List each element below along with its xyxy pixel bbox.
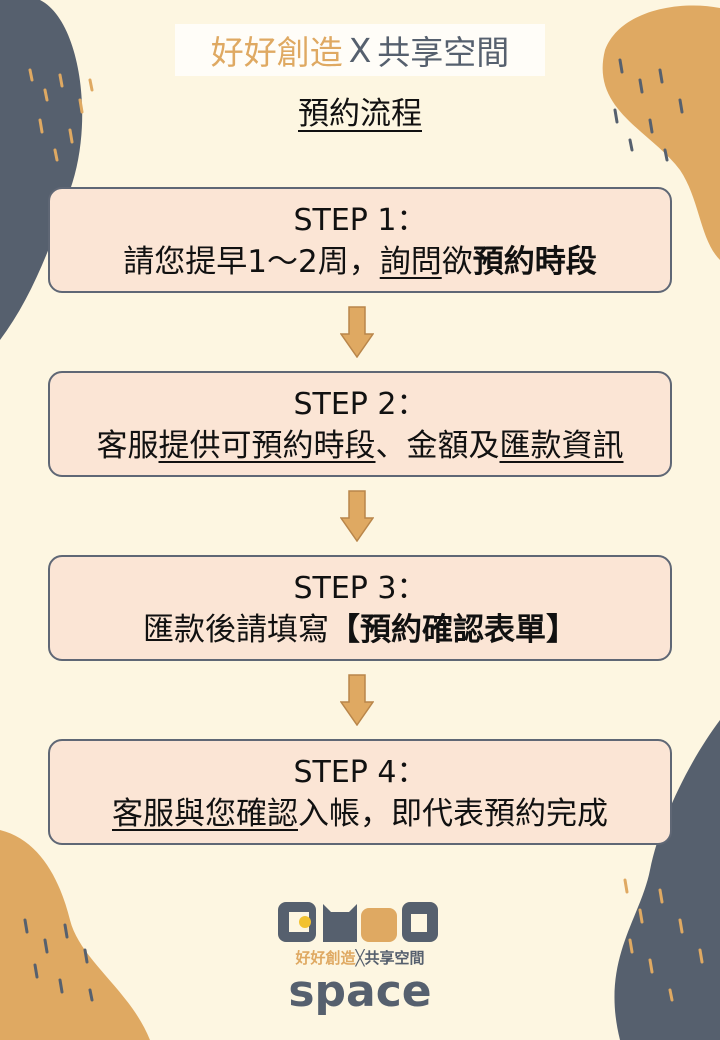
logo-space: space — [288, 966, 431, 1017]
seg: 【預約確認表單】 — [329, 612, 577, 648]
blob-top-right — [602, 5, 720, 261]
seg: 請您提早1～2周， — [123, 244, 380, 280]
brand-title: 好好創造 X 共享空間 — [175, 24, 545, 76]
seg: 預約時段 — [472, 244, 597, 280]
step-heading: STEP 3： — [293, 571, 427, 606]
seg: 匯款後請填寫 — [143, 612, 329, 648]
arrow-down-icon — [340, 306, 374, 358]
step-heading: STEP 4： — [293, 755, 427, 790]
step-heading: STEP 1： — [293, 203, 427, 238]
good-space-logo: 好好創造╳共享空間 space — [278, 902, 438, 1017]
seg: 提供可預約時段 — [158, 428, 376, 464]
blob-bottom-right — [614, 720, 720, 1040]
arrow-down-icon — [340, 490, 374, 542]
step-4-box: STEP 4： 客服與您確認入帳，即代表預約完成 — [48, 739, 672, 845]
blob-bottom-left — [0, 830, 150, 1040]
page-title-text: 預約流程 — [298, 96, 422, 132]
step-heading: STEP 2： — [293, 387, 427, 422]
step-3-box: STEP 3： 匯款後請填寫【預約確認表單】 — [48, 555, 672, 661]
page-title: 預約流程 — [0, 88, 720, 133]
step-2-box: STEP 2： 客服提供可預約時段、金額及匯款資訊 — [48, 371, 672, 477]
step-body: 客服提供可預約時段、金額及匯款資訊 — [50, 425, 670, 467]
seg: 入帳，即代表預約完成 — [298, 796, 608, 832]
seg: 詢問 — [379, 244, 442, 280]
step-body: 匯款後請填寫【預約確認表單】 — [50, 609, 670, 651]
seg: 客服與您確認 — [112, 796, 298, 832]
seg: 、金額及 — [375, 428, 500, 464]
arrow-down-icon — [340, 674, 374, 726]
seg: 匯款資訊 — [499, 428, 624, 464]
logo-tagline: 好好創造╳共享空間 — [294, 949, 424, 967]
step-body: 請您提早1～2周，詢問欲預約時段 — [50, 241, 670, 283]
seg: 欲 — [441, 244, 473, 280]
step-body: 客服與您確認入帳，即代表預約完成 — [50, 793, 670, 835]
step-1-box: STEP 1： 請您提早1～2周，詢問欲預約時段 — [48, 187, 672, 293]
brand-x: X — [348, 30, 372, 70]
brand-left: 好好創造 — [210, 33, 343, 72]
brand-right: 共享空間 — [377, 33, 510, 72]
seg: 客服 — [96, 428, 159, 464]
